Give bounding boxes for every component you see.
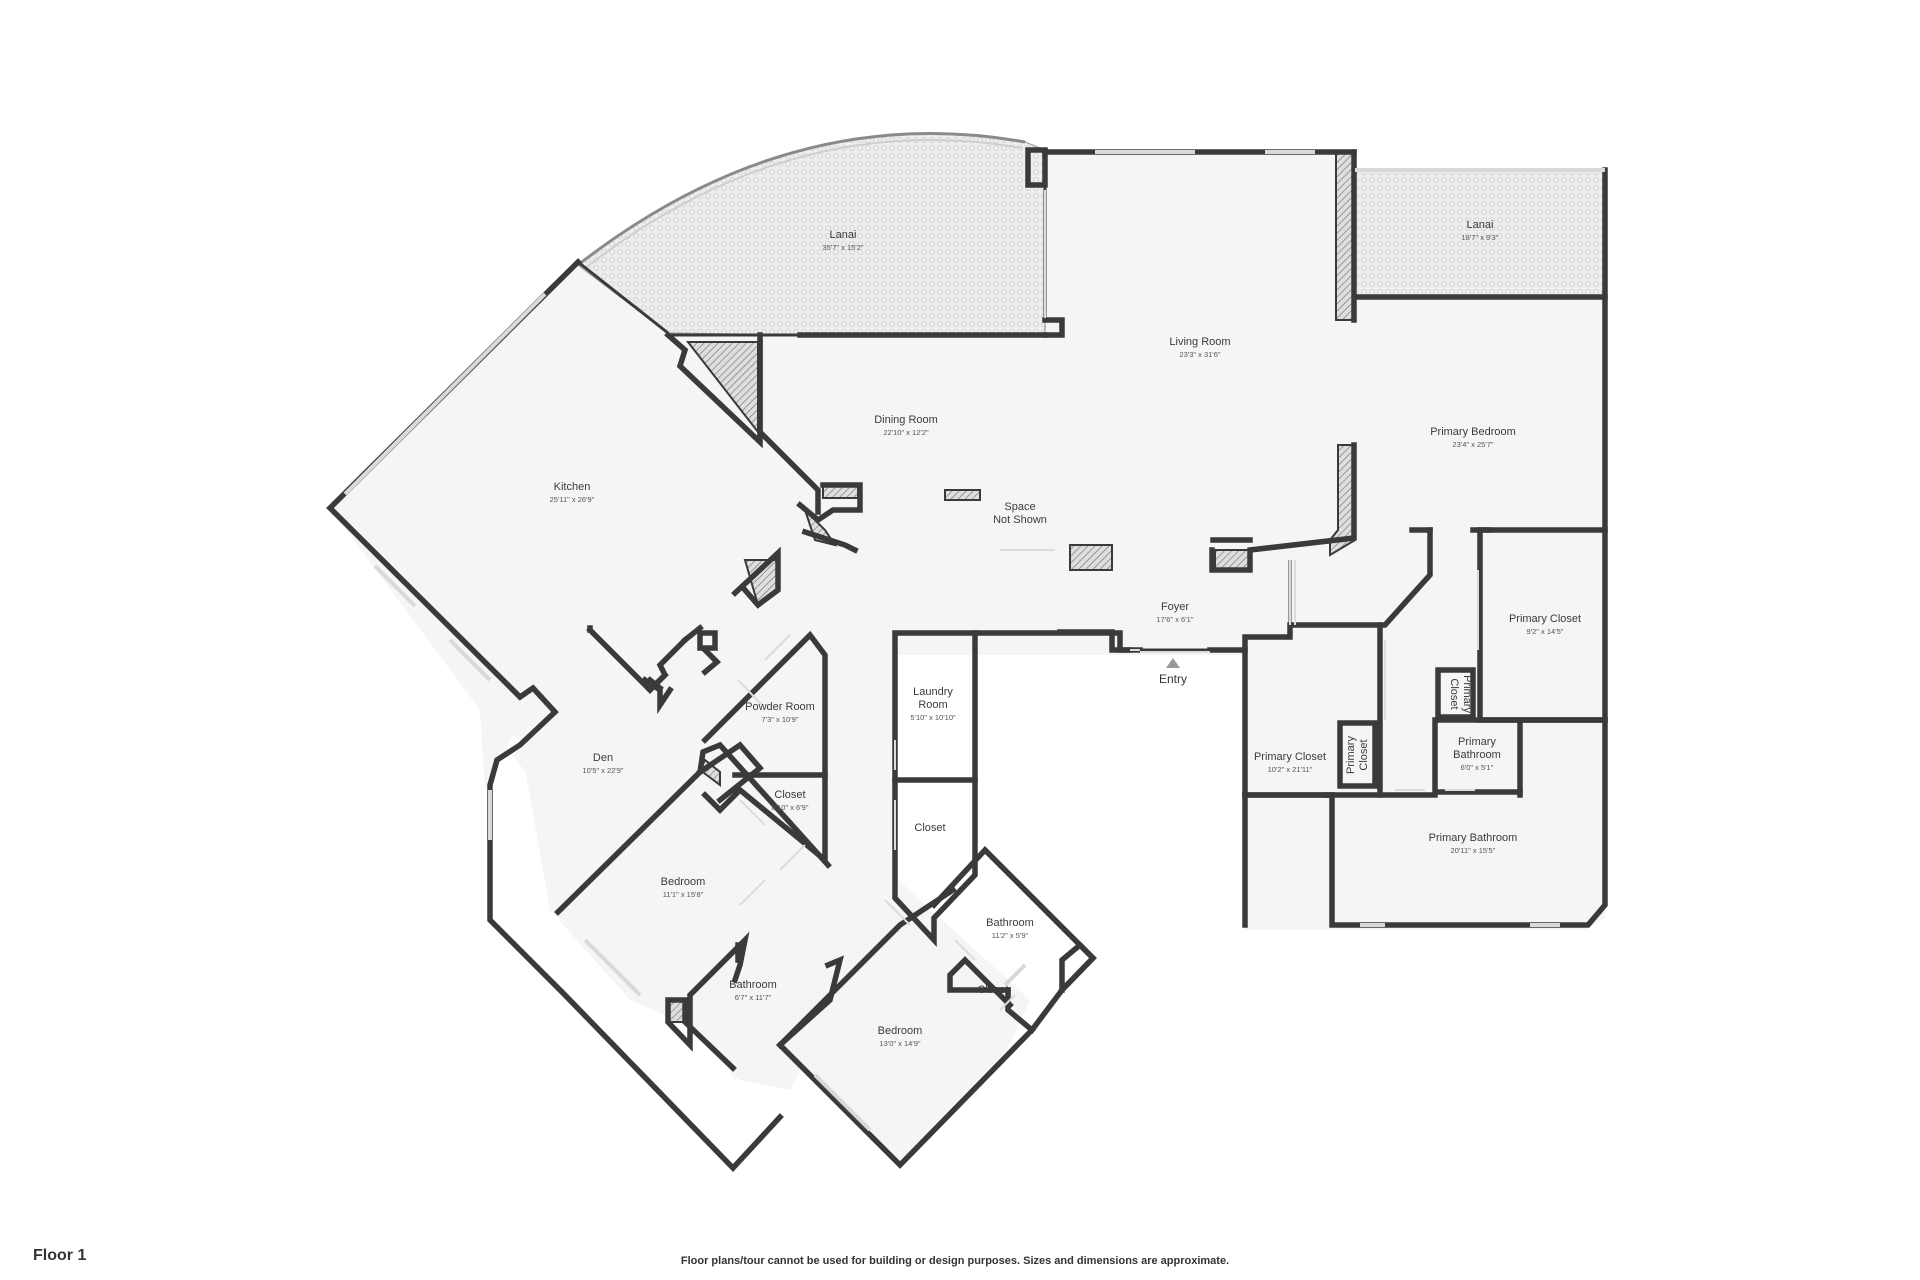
entry-label: Entry: [1159, 672, 1187, 686]
room-lanai-main-name: Lanai: [830, 229, 857, 241]
room-kitchen-dims: 25'11" x 26'9": [550, 495, 595, 504]
room-kitchen-name: Kitchen: [554, 481, 591, 493]
room-primary-closet-right-name: Primary Closet: [1509, 613, 1581, 625]
room-closet-left-dims: 8'10" x 6'9": [772, 803, 809, 812]
room-bedroom-left-name: Bedroom: [661, 876, 706, 888]
room-closet-mid-name: Closet: [914, 822, 945, 834]
room-primary-closet-left-dims: 10'2" x 21'11": [1268, 765, 1313, 774]
room-primary-closet-left-name: Primary Closet: [1254, 751, 1326, 763]
room-primary-closet-vert-line2: Closet: [1448, 678, 1460, 709]
room-space-not-shown-line1: Space: [1004, 501, 1035, 513]
room-primary-bathroom-small-line2: Bathroom: [1453, 749, 1501, 761]
room-laundry-dims: 5'10" x 10'10": [910, 713, 956, 722]
room-laundry-line2: Room: [918, 699, 947, 711]
room-living-room-dims: 23'3" x 31'6": [1179, 350, 1220, 359]
windows: [343, 150, 1605, 1132]
disclaimer-text: Floor plans/tour cannot be used for buil…: [680, 1255, 1230, 1267]
room-powder-room-name: Powder Room: [745, 701, 815, 713]
lanai-arc-window-inner: [583, 139, 1023, 270]
room-bathroom-left-dims: 6'7" x 11'7": [735, 993, 772, 1002]
room-primary-closet-vert2-line2: Closet: [1358, 739, 1370, 770]
openings: [737, 190, 1479, 1011]
floor-label: Floor 1: [33, 1247, 87, 1264]
room-lanai-side-name: Lanai: [1467, 219, 1494, 231]
lanai-arc-window: [577, 132, 1026, 267]
room-dining-room-dims: 22'10" x 12'2": [883, 428, 929, 437]
room-primary-closet-right-dims: 9'2" x 14'5": [1527, 627, 1564, 636]
walls: [326, 147, 1608, 1173]
room-bedroom-left-dims: 11'1" x 15'8": [663, 890, 704, 899]
room-lanai-side-dims: 18'7" x 9'3": [1462, 233, 1499, 242]
room-bedroom-bottom-dims: 13'0" x 14'9": [879, 1039, 920, 1048]
room-bedroom-bottom-name: Bedroom: [878, 1025, 923, 1037]
room-primary-bathroom-small-dims: 6'0" x 5'1": [1461, 763, 1494, 772]
room-foyer-dims: 17'6" x 6'1": [1157, 615, 1194, 624]
room-closet-bottom-name: Closet: [977, 984, 1008, 996]
room-closet-left-name: Closet: [774, 789, 805, 801]
floor-fills: [330, 150, 1605, 1160]
room-bathroom-right-dims: 11'2" x 5'9": [992, 931, 1029, 940]
lanai-main-deck: [577, 132, 1046, 336]
room-laundry-line1: Laundry: [913, 686, 953, 698]
room-primary-bathroom-dims: 20'11" x 15'5": [1451, 846, 1496, 855]
room-powder-room-dims: 7'3" x 10'9": [762, 715, 799, 724]
room-primary-closet-vert-line1: Primary: [1461, 675, 1473, 713]
room-den-name: Den: [593, 752, 613, 764]
room-lanai-main-dims: 35'7" x 15'2": [822, 243, 863, 252]
room-living-room-name: Living Room: [1169, 336, 1230, 348]
room-labels: Lanai 35'7" x 15'2" Lanai 18'7" x 9'3" L…: [550, 219, 1581, 1048]
room-dining-room-name: Dining Room: [874, 414, 938, 426]
room-primary-bathroom-small-line1: Primary: [1458, 736, 1496, 748]
room-primary-closet-vert2-line1: Primary: [1345, 736, 1357, 774]
room-primary-bathroom-name: Primary Bathroom: [1429, 832, 1518, 844]
room-space-not-shown-line2: Not Shown: [993, 514, 1047, 526]
room-bathroom-left-name: Bathroom: [729, 979, 777, 991]
room-foyer-name: Foyer: [1161, 601, 1189, 613]
room-primary-bedroom-name: Primary Bedroom: [1430, 426, 1516, 438]
room-den-dims: 10'5" x 22'9": [582, 766, 623, 775]
entry-arrow-icon: [1166, 658, 1180, 668]
room-bathroom-right-name: Bathroom: [986, 917, 1034, 929]
room-primary-bedroom-dims: 23'4" x 25'7": [1452, 440, 1493, 449]
